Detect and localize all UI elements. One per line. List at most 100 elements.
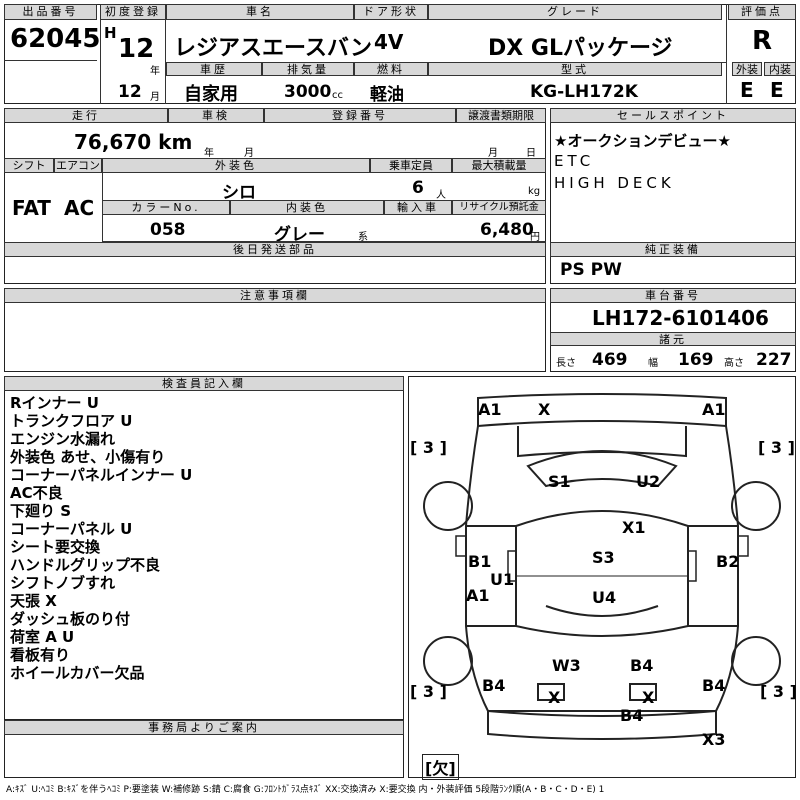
displacement: 3000 bbox=[284, 82, 332, 102]
inspection-month-unit: 月 bbox=[244, 148, 254, 159]
mark-s1: S1 bbox=[548, 472, 571, 491]
car-name: レジアスエースバン bbox=[174, 36, 373, 61]
first-reg-month: 12 bbox=[118, 82, 142, 102]
inspector-line: 下廻り S bbox=[10, 502, 72, 520]
model: KG-LH172K bbox=[530, 82, 638, 102]
length-label: 長さ bbox=[556, 358, 576, 369]
mark-b4-left: B4 bbox=[482, 676, 506, 695]
dims-label: 諸元 bbox=[550, 332, 796, 346]
car-diagram bbox=[423, 393, 781, 740]
height-label: 高さ bbox=[724, 358, 744, 369]
chassis-no: LH172-6101406 bbox=[592, 306, 769, 330]
inspector-line: 天張 X bbox=[10, 592, 57, 610]
score: R bbox=[752, 26, 773, 56]
legend: A:ｷｽﾞ U:ﾍｺﾐ B:ｷｽﾞを伴うﾍｺﾐ P:要塗装 W:補修跡 S:錆 … bbox=[6, 785, 605, 795]
recycle: 6,480 bbox=[480, 220, 534, 240]
mark-s3: S3 bbox=[592, 548, 615, 567]
mark-front-right: A1 bbox=[702, 400, 726, 419]
grade: DX GLパッケージ bbox=[488, 36, 673, 61]
lot-no-divider bbox=[4, 60, 97, 61]
score-box bbox=[726, 4, 796, 104]
person-unit: 人 bbox=[436, 190, 446, 201]
import-label: 輸入車 bbox=[384, 200, 452, 215]
lot-no: 62045 bbox=[10, 24, 101, 54]
mark-a1: A1 bbox=[466, 586, 490, 605]
deadline-label: 譲渡書類期限 bbox=[456, 108, 546, 123]
diagram-box bbox=[408, 376, 796, 778]
equipment-value: PS PW bbox=[560, 260, 622, 280]
lot-no-label: 出品番号 bbox=[4, 4, 97, 20]
tire-tread-rl: [ 3 ] bbox=[410, 682, 447, 701]
mark-x-left-lamp: X bbox=[548, 688, 561, 707]
mark-b1: B1 bbox=[468, 552, 492, 571]
history: 自家用 bbox=[184, 84, 238, 105]
interior-color-label: 内装色 bbox=[230, 200, 384, 215]
cc-unit: cc bbox=[332, 90, 343, 101]
equipment-label: 純正装備 bbox=[550, 242, 796, 257]
inspector-line: エンジン水漏れ bbox=[10, 430, 116, 448]
mark-b4-right: B4 bbox=[702, 676, 726, 695]
mark-u1: U1 bbox=[490, 570, 515, 589]
inspector-list: Rインナー U トランクフロア U エンジン水漏れ 外装色 あせ、小傷有り コー… bbox=[10, 394, 192, 682]
office-label: 事務局よりご案内 bbox=[4, 720, 404, 735]
inspection-year-unit: 年 bbox=[204, 148, 214, 159]
mark-b2: B2 bbox=[716, 552, 740, 571]
header-row-divider bbox=[166, 62, 726, 63]
chassis-label: 車台番号 bbox=[550, 288, 796, 303]
displacement-label: 排気量 bbox=[262, 62, 354, 76]
first-reg-box bbox=[100, 4, 166, 104]
details-grid bbox=[102, 158, 546, 242]
ac-label: エアコン bbox=[54, 158, 102, 173]
shift-label: シフト bbox=[4, 158, 54, 173]
mark-x3: X3 bbox=[702, 730, 726, 749]
mileage-label: 走行 bbox=[4, 108, 168, 123]
mark-b4-rear: B4 bbox=[630, 656, 654, 675]
car-name-label: 車名 bbox=[166, 4, 354, 20]
tire-tread-fl: [ 3 ] bbox=[410, 438, 447, 457]
era: H bbox=[104, 24, 117, 42]
interior-grade: E bbox=[770, 78, 784, 102]
month-unit: 月 bbox=[150, 92, 160, 103]
color-no-label: カラーNo. bbox=[102, 200, 230, 215]
yen-unit: 円 bbox=[530, 232, 540, 243]
inspector-label: 検査員記入欄 bbox=[4, 376, 404, 391]
mark-w3: W3 bbox=[552, 656, 581, 675]
inspector-line: ダッシュ板のり付 bbox=[10, 610, 131, 628]
interior-label: 内装 bbox=[764, 62, 796, 76]
doors: 4V bbox=[374, 30, 404, 54]
history-label: 車歴 bbox=[166, 62, 262, 76]
inspector-line: トランクフロア U bbox=[10, 412, 133, 430]
spare-tire-status: [欠] bbox=[422, 754, 459, 780]
exterior-grade: E bbox=[740, 78, 754, 102]
mark-x1: X1 bbox=[622, 518, 646, 537]
recycle-label: リサイクル預託金 bbox=[452, 200, 546, 215]
mark-b4-bumper: B4 bbox=[620, 706, 644, 725]
later-parts-label: 後日発送部品 bbox=[4, 242, 546, 257]
inspector-line: コーナーパネルインナー U bbox=[10, 466, 193, 484]
sales-point-3: HIGH DECK bbox=[554, 174, 675, 192]
mark-x-right-lamp: X bbox=[642, 688, 655, 707]
color-label: 外装色 bbox=[102, 158, 370, 173]
deadline-month-unit: 月 bbox=[488, 148, 498, 159]
sales-point-1: ★オークションデビュー★ bbox=[554, 132, 731, 150]
mark-front-center: X bbox=[538, 400, 551, 419]
fuel-label: 燃料 bbox=[354, 62, 428, 76]
deadline-day-unit: 日 bbox=[526, 148, 536, 159]
mileage: 76,670 km bbox=[74, 130, 193, 154]
fuel: 軽油 bbox=[370, 85, 404, 105]
shift: FAT bbox=[12, 196, 51, 220]
inspector-line: コーナーパネル U bbox=[10, 520, 133, 538]
grade-label: グレード bbox=[428, 4, 722, 20]
inspection-label: 車検 bbox=[168, 108, 264, 123]
color-no: 058 bbox=[150, 220, 186, 240]
inspector-line: シフトノブすれ bbox=[10, 574, 116, 592]
score-label: 評価点 bbox=[728, 4, 796, 20]
width-label: 幅 bbox=[648, 358, 658, 369]
height: 227 bbox=[756, 350, 792, 370]
sales-points-label: セールスポイント bbox=[550, 108, 796, 123]
doors-label: ドア形状 bbox=[354, 4, 428, 20]
load-label: 最大積載量 bbox=[452, 158, 546, 173]
capacity-label: 乗車定員 bbox=[370, 158, 452, 173]
width: 169 bbox=[678, 350, 714, 370]
ac: AC bbox=[64, 196, 95, 220]
